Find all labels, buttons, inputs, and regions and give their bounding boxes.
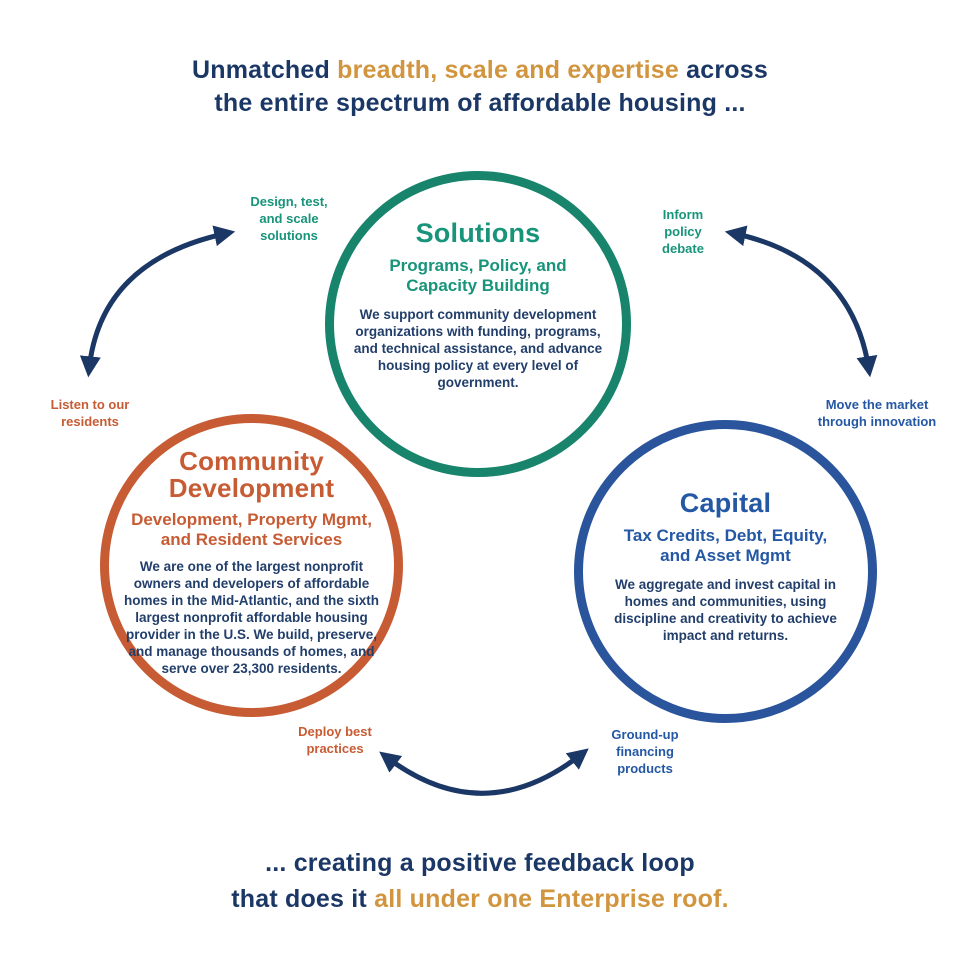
arrow-community-solutions	[79, 225, 236, 378]
capital-subtitle: Tax Credits, Debt, Equity, and Asset Mgm…	[623, 525, 828, 565]
page-title: Unmatched breadth, scale and expertise a…	[0, 54, 960, 119]
capital-description: We aggregate and invest capital in homes…	[614, 576, 837, 643]
solutions-circle: Solutions Programs, Policy, and Capacity…	[325, 171, 631, 477]
footer-highlight: all under one Enterprise roof.	[374, 884, 729, 913]
page-title-line2: the entire spectrum of affordable housin…	[214, 88, 746, 117]
footer-line1: ... creating a positive feedback loop	[265, 849, 695, 877]
page-title-line1: Unmatched breadth, scale and expertise a…	[0, 54, 960, 87]
community-title: Community Development	[168, 446, 335, 503]
flow-label-listen-residents: Listen to our residents	[50, 397, 130, 429]
capital-title: Capital	[679, 488, 772, 518]
footer-caption: ... creating a positive feedback loop th…	[0, 846, 960, 917]
solutions-title: Solutions	[415, 218, 541, 248]
title-text-2: across	[678, 56, 768, 84]
community-description: We are one of the largest nonprofit owne…	[123, 558, 380, 676]
solutions-subtitle: Programs, Policy, and Capacity Building	[389, 255, 567, 295]
footer-text: that does it	[231, 884, 375, 913]
title-text: Unmatched	[192, 56, 338, 84]
flow-label-move-market: Move the market through innovation	[817, 397, 937, 429]
solutions-description: We support community development organiz…	[353, 306, 603, 390]
community-subtitle: Development, Property Mgmt, and Resident…	[131, 509, 372, 549]
community-development-circle: Community Development Development, Prope…	[100, 414, 403, 717]
arrow-solutions-capital	[724, 225, 878, 378]
arrow-capital-community	[379, 748, 589, 796]
flow-label-ground-up-financing: Ground-up financing products	[611, 727, 679, 776]
footer-line2: that does it all under one Enterprise ro…	[0, 882, 960, 918]
flow-label-deploy-practices: Deploy best practices	[298, 724, 372, 756]
title-highlight: breadth, scale and expertise	[337, 56, 679, 84]
flow-label-inform-policy: Inform policy debate	[662, 207, 704, 256]
capital-circle: Capital Tax Credits, Debt, Equity, and A…	[574, 420, 877, 723]
flow-label-design-test-scale: Design, test, and scale solutions	[250, 194, 328, 243]
